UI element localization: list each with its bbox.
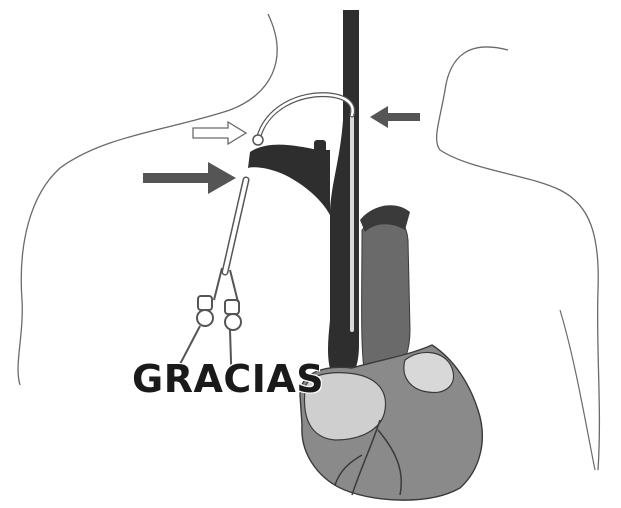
vein-stub [314,140,326,156]
introducer-needle-inner [225,180,246,272]
body-outline-right-inner [560,310,595,470]
aorta [362,215,410,375]
arrow-right-icon [143,162,236,194]
caption-text: GRACIAS [132,360,324,398]
jugular-vein [328,10,359,375]
arrow-right-outline-icon [193,122,246,144]
catheter-loop [258,95,353,140]
catheter-entry-point [253,135,263,145]
arrow-left-icon [370,106,420,128]
